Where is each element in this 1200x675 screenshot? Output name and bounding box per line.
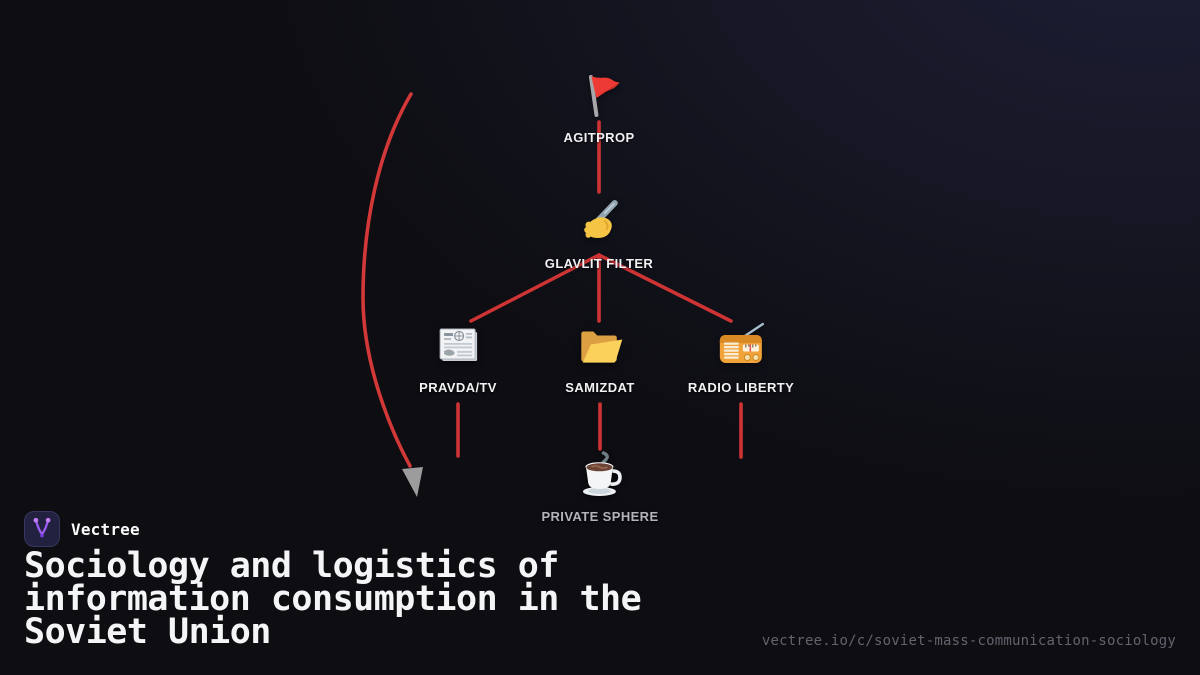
page-title-line: Sociology and logistics of (24, 546, 559, 586)
node-label: GLAVLIT FILTER (544, 256, 654, 271)
node-private-sphere[interactable]: PRIVATE SPHERE (541, 450, 658, 524)
node-glavlit-filter[interactable]: GLAVLIT FILTER (545, 197, 653, 271)
coffee-icon (582, 451, 622, 496)
annotation-arrow[interactable] (361, 92, 413, 468)
edge-glavlit-pravda (469, 253, 601, 323)
vectree-branch-icon (33, 517, 51, 538)
page-title-line: Soviet Union (24, 612, 271, 652)
node-label: PRAVDA/TV (419, 380, 497, 395)
newspaper-icon (439, 328, 477, 361)
page-title-line: information consumption in the (24, 579, 642, 619)
writing-hand-icon (584, 200, 618, 238)
open-folder-icon (581, 331, 622, 363)
vectree-logo (24, 511, 60, 547)
branding[interactable]: Vectree (24, 511, 140, 547)
page-title: Sociology and logistics of information c… (24, 546, 642, 652)
radio-icon (720, 322, 765, 363)
footer-url: vectree.io/c/soviet-mass-communication-s… (761, 633, 1176, 649)
brand-name: Vectree (71, 519, 140, 539)
node-label: RADIO LIBERTY (687, 380, 795, 395)
node-label: PRIVATE SPHERE (541, 509, 659, 524)
edge-glavlit-radio (597, 253, 733, 323)
node-agitprop[interactable]: AGITPROP (563, 71, 634, 145)
node-radio-liberty[interactable]: RADIO LIBERTY (688, 321, 794, 395)
node-samizdat[interactable]: SAMIZDAT (565, 321, 634, 395)
node-label: AGITPROP (563, 130, 635, 145)
annotation-arrowhead (402, 467, 423, 497)
node-label: SAMIZDAT (565, 380, 635, 395)
node-pravda-tv[interactable]: PRAVDA/TV (419, 321, 497, 395)
red-flag-icon (588, 75, 619, 117)
